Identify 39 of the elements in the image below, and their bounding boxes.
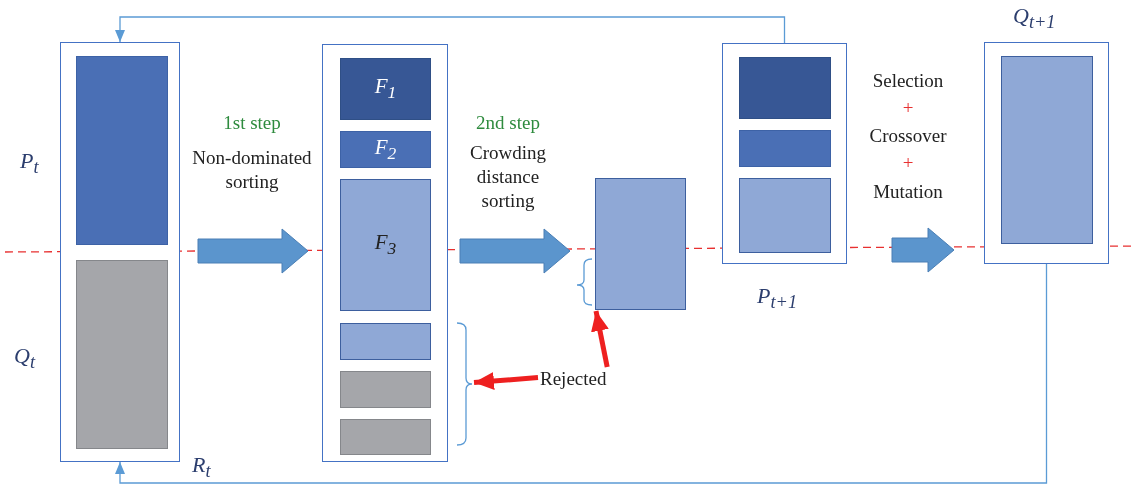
population-panel (60, 42, 180, 462)
front-block (739, 130, 831, 167)
plus-sign: + (902, 97, 914, 119)
front-block (76, 260, 168, 449)
rejected-label: Rejected (540, 368, 620, 392)
plus-sign: + (902, 152, 914, 174)
front-block (340, 371, 431, 408)
front-block (595, 178, 686, 310)
operator-label: Mutation (873, 181, 943, 203)
process-label: Non-dominated sorting (191, 146, 313, 194)
pointer-arrow (591, 310, 610, 368)
set-label: R$_{t}$ (192, 452, 211, 483)
pointer-arrow (473, 372, 539, 390)
step-label: 1st step (223, 112, 281, 134)
front-label: F$_{2}$ (374, 134, 397, 165)
front-label: F$_{1}$ (374, 74, 397, 104)
process-label: Crowding distance sorting (469, 141, 547, 213)
set-label: P$_{t}$ (20, 148, 39, 179)
block-arrow (891, 227, 955, 273)
set-label: P$_{t+1}$ (757, 283, 798, 314)
front-block (739, 178, 831, 253)
block-arrow (459, 228, 571, 274)
feedback-arrow (115, 16, 786, 44)
set-label: Q$_{t+1}$ (1013, 3, 1056, 34)
front-label: F$_{3}$ (374, 230, 397, 260)
step-label: 2nd step (476, 112, 540, 134)
population-panel (722, 43, 847, 264)
population-panel (322, 44, 448, 462)
set-label: Q$_{t}$ (14, 343, 35, 374)
operator-label: Crossover (869, 125, 947, 147)
front-block (340, 323, 431, 360)
front-block (76, 56, 168, 245)
operator-label: Selection (872, 70, 944, 92)
population-panel (984, 42, 1109, 264)
front-block (739, 57, 831, 119)
front-block (340, 419, 431, 455)
feedback-arrow (115, 263, 1048, 484)
block-arrow (197, 228, 309, 274)
front-block (1001, 56, 1093, 244)
